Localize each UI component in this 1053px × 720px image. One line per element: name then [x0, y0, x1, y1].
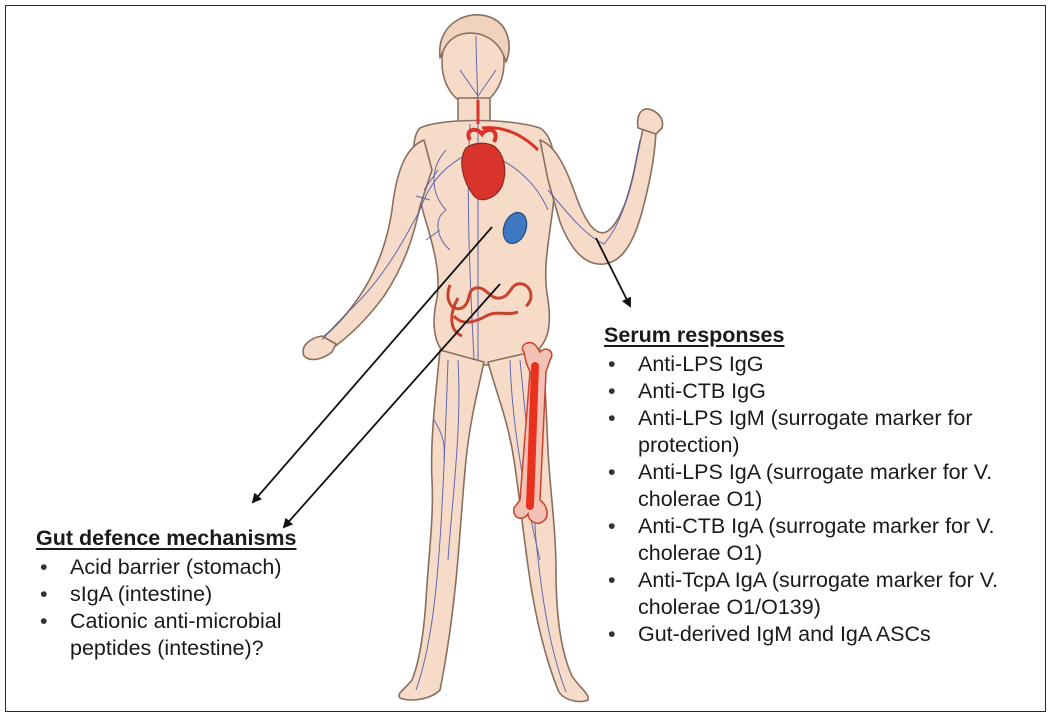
- list-item: Anti-CTB IgA (surrogate marker for V. ch…: [604, 513, 1024, 567]
- list-item: Anti-CTB IgG: [604, 378, 1024, 405]
- gut-defence-title: Gut defence mechanisms: [36, 525, 366, 552]
- serum-responses-panel: Serum responses Anti-LPS IgG Anti-CTB Ig…: [604, 322, 1024, 648]
- list-item: Anti-LPS IgA (surrogate marker for V. ch…: [604, 459, 1024, 513]
- gut-defence-list: Acid barrier (stomach) sIgA (intestine) …: [36, 554, 366, 662]
- list-item: Anti-LPS IgG: [604, 351, 1024, 378]
- list-item: Gut-derived IgM and IgA ASCs: [604, 621, 1024, 648]
- list-item: Anti-LPS IgM (surrogate marker for prote…: [604, 405, 1024, 459]
- list-item: Acid barrier (stomach): [36, 554, 366, 581]
- list-item: Anti-TcpA IgA (surrogate marker for V. c…: [604, 567, 1024, 621]
- list-item: sIgA (intestine): [36, 581, 366, 608]
- serum-responses-list: Anti-LPS IgG Anti-CTB IgG Anti-LPS IgM (…: [604, 351, 1024, 648]
- serum-responses-title: Serum responses: [604, 322, 1024, 349]
- gut-defence-panel: Gut defence mechanisms Acid barrier (sto…: [36, 525, 366, 662]
- list-item: Cationic anti-microbial peptides (intest…: [36, 608, 366, 662]
